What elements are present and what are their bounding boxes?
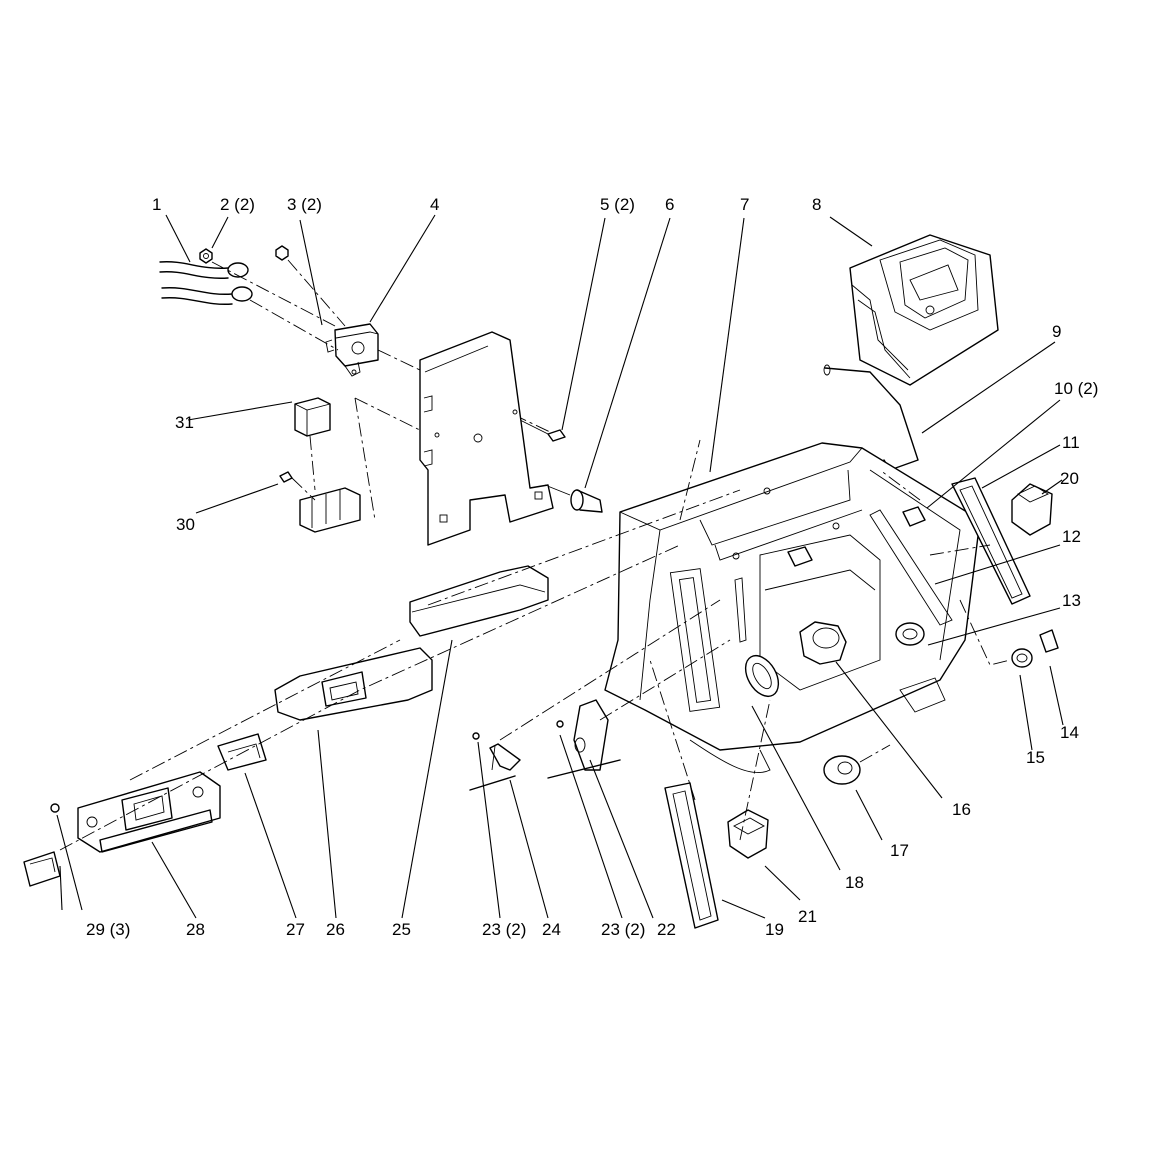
- callout-14: 14: [1060, 723, 1079, 742]
- part-22-bracket: [547, 699, 621, 779]
- callout-18: 18: [845, 873, 864, 892]
- callout-16: 16: [952, 800, 971, 819]
- callout-25: 25: [392, 920, 411, 939]
- part-4-solenoid: [325, 323, 379, 377]
- callout-30: 30: [176, 515, 195, 534]
- callout-20: 20: [1060, 469, 1079, 488]
- callout-27: 27: [286, 920, 305, 939]
- callout-22: 22: [657, 920, 676, 939]
- part-5-screw: [519, 419, 566, 442]
- callout-13: 13: [1062, 591, 1081, 610]
- part-3-nut: [275, 245, 289, 261]
- part-7-console: [604, 442, 981, 774]
- callout-2: 2 (2): [220, 195, 255, 214]
- callout-5: 5 (2): [600, 195, 635, 214]
- part-10-button: [787, 506, 926, 567]
- part-29-switch-cover: [23, 851, 61, 887]
- part-12-trim: [929, 544, 1011, 666]
- part-28-switch-panel: [77, 771, 221, 853]
- callout-28: 28: [186, 920, 205, 939]
- callout-15: 15: [1026, 748, 1045, 767]
- part-14-switch-cap: [1039, 629, 1059, 653]
- part-16-knob: [799, 621, 847, 665]
- part-21-switch: [727, 809, 769, 859]
- part-30-relay-socket: [279, 397, 376, 533]
- callout-17: 17: [890, 841, 909, 860]
- callout-29: 29 (3): [86, 920, 130, 939]
- callout-9: 9: [1052, 322, 1061, 341]
- callout-4: 4: [430, 195, 439, 214]
- callout-7: 7: [740, 195, 749, 214]
- part-20-switch: [1011, 483, 1053, 536]
- part-29-screws: [50, 803, 60, 813]
- part-18-grommet: [744, 655, 780, 697]
- callout-23-b: 23 (2): [601, 920, 645, 939]
- callout-8: 8: [812, 195, 821, 214]
- part-26-bezel: [274, 647, 433, 721]
- callout-11: 11: [1062, 433, 1080, 452]
- mounting-plate: [419, 331, 554, 546]
- part-6-bushing: [544, 484, 603, 513]
- callout-19: 19: [765, 920, 784, 939]
- part-15-knob: [1011, 648, 1033, 668]
- callout-10: 10 (2): [1054, 379, 1098, 398]
- callout-23-a: 23 (2): [482, 920, 526, 939]
- leader-lines: [56, 214, 1064, 919]
- callout-31: 31: [175, 413, 194, 432]
- callout-3: 3 (2): [287, 195, 322, 214]
- callout-24: 24: [542, 920, 561, 939]
- callout-12: 12: [1062, 527, 1081, 546]
- part-27-switch: [217, 733, 267, 771]
- part-8-shift-boot: [849, 234, 999, 386]
- part-19-trim-strip: [664, 782, 719, 929]
- part-2-nut: [199, 248, 213, 264]
- assembly-lines-main: [59, 439, 921, 851]
- part-17-knob: [823, 744, 891, 785]
- callout-1: 1: [152, 195, 161, 214]
- part-13-cap: [895, 622, 925, 646]
- part-25-cover: [409, 565, 549, 637]
- part-11-trim-strip: [951, 477, 1031, 605]
- part-1-battery-cables: [159, 261, 253, 305]
- callout-26: 26: [326, 920, 345, 939]
- part-24-bracket: [469, 732, 521, 791]
- callout-21: 21: [798, 907, 817, 926]
- part-31-relay: [294, 397, 331, 437]
- callout-6: 6: [665, 195, 674, 214]
- callout-labels: 1 2 (2) 3 (2) 4 5 (2) 6 7 8 9 10 (2) 11 …: [86, 195, 1098, 939]
